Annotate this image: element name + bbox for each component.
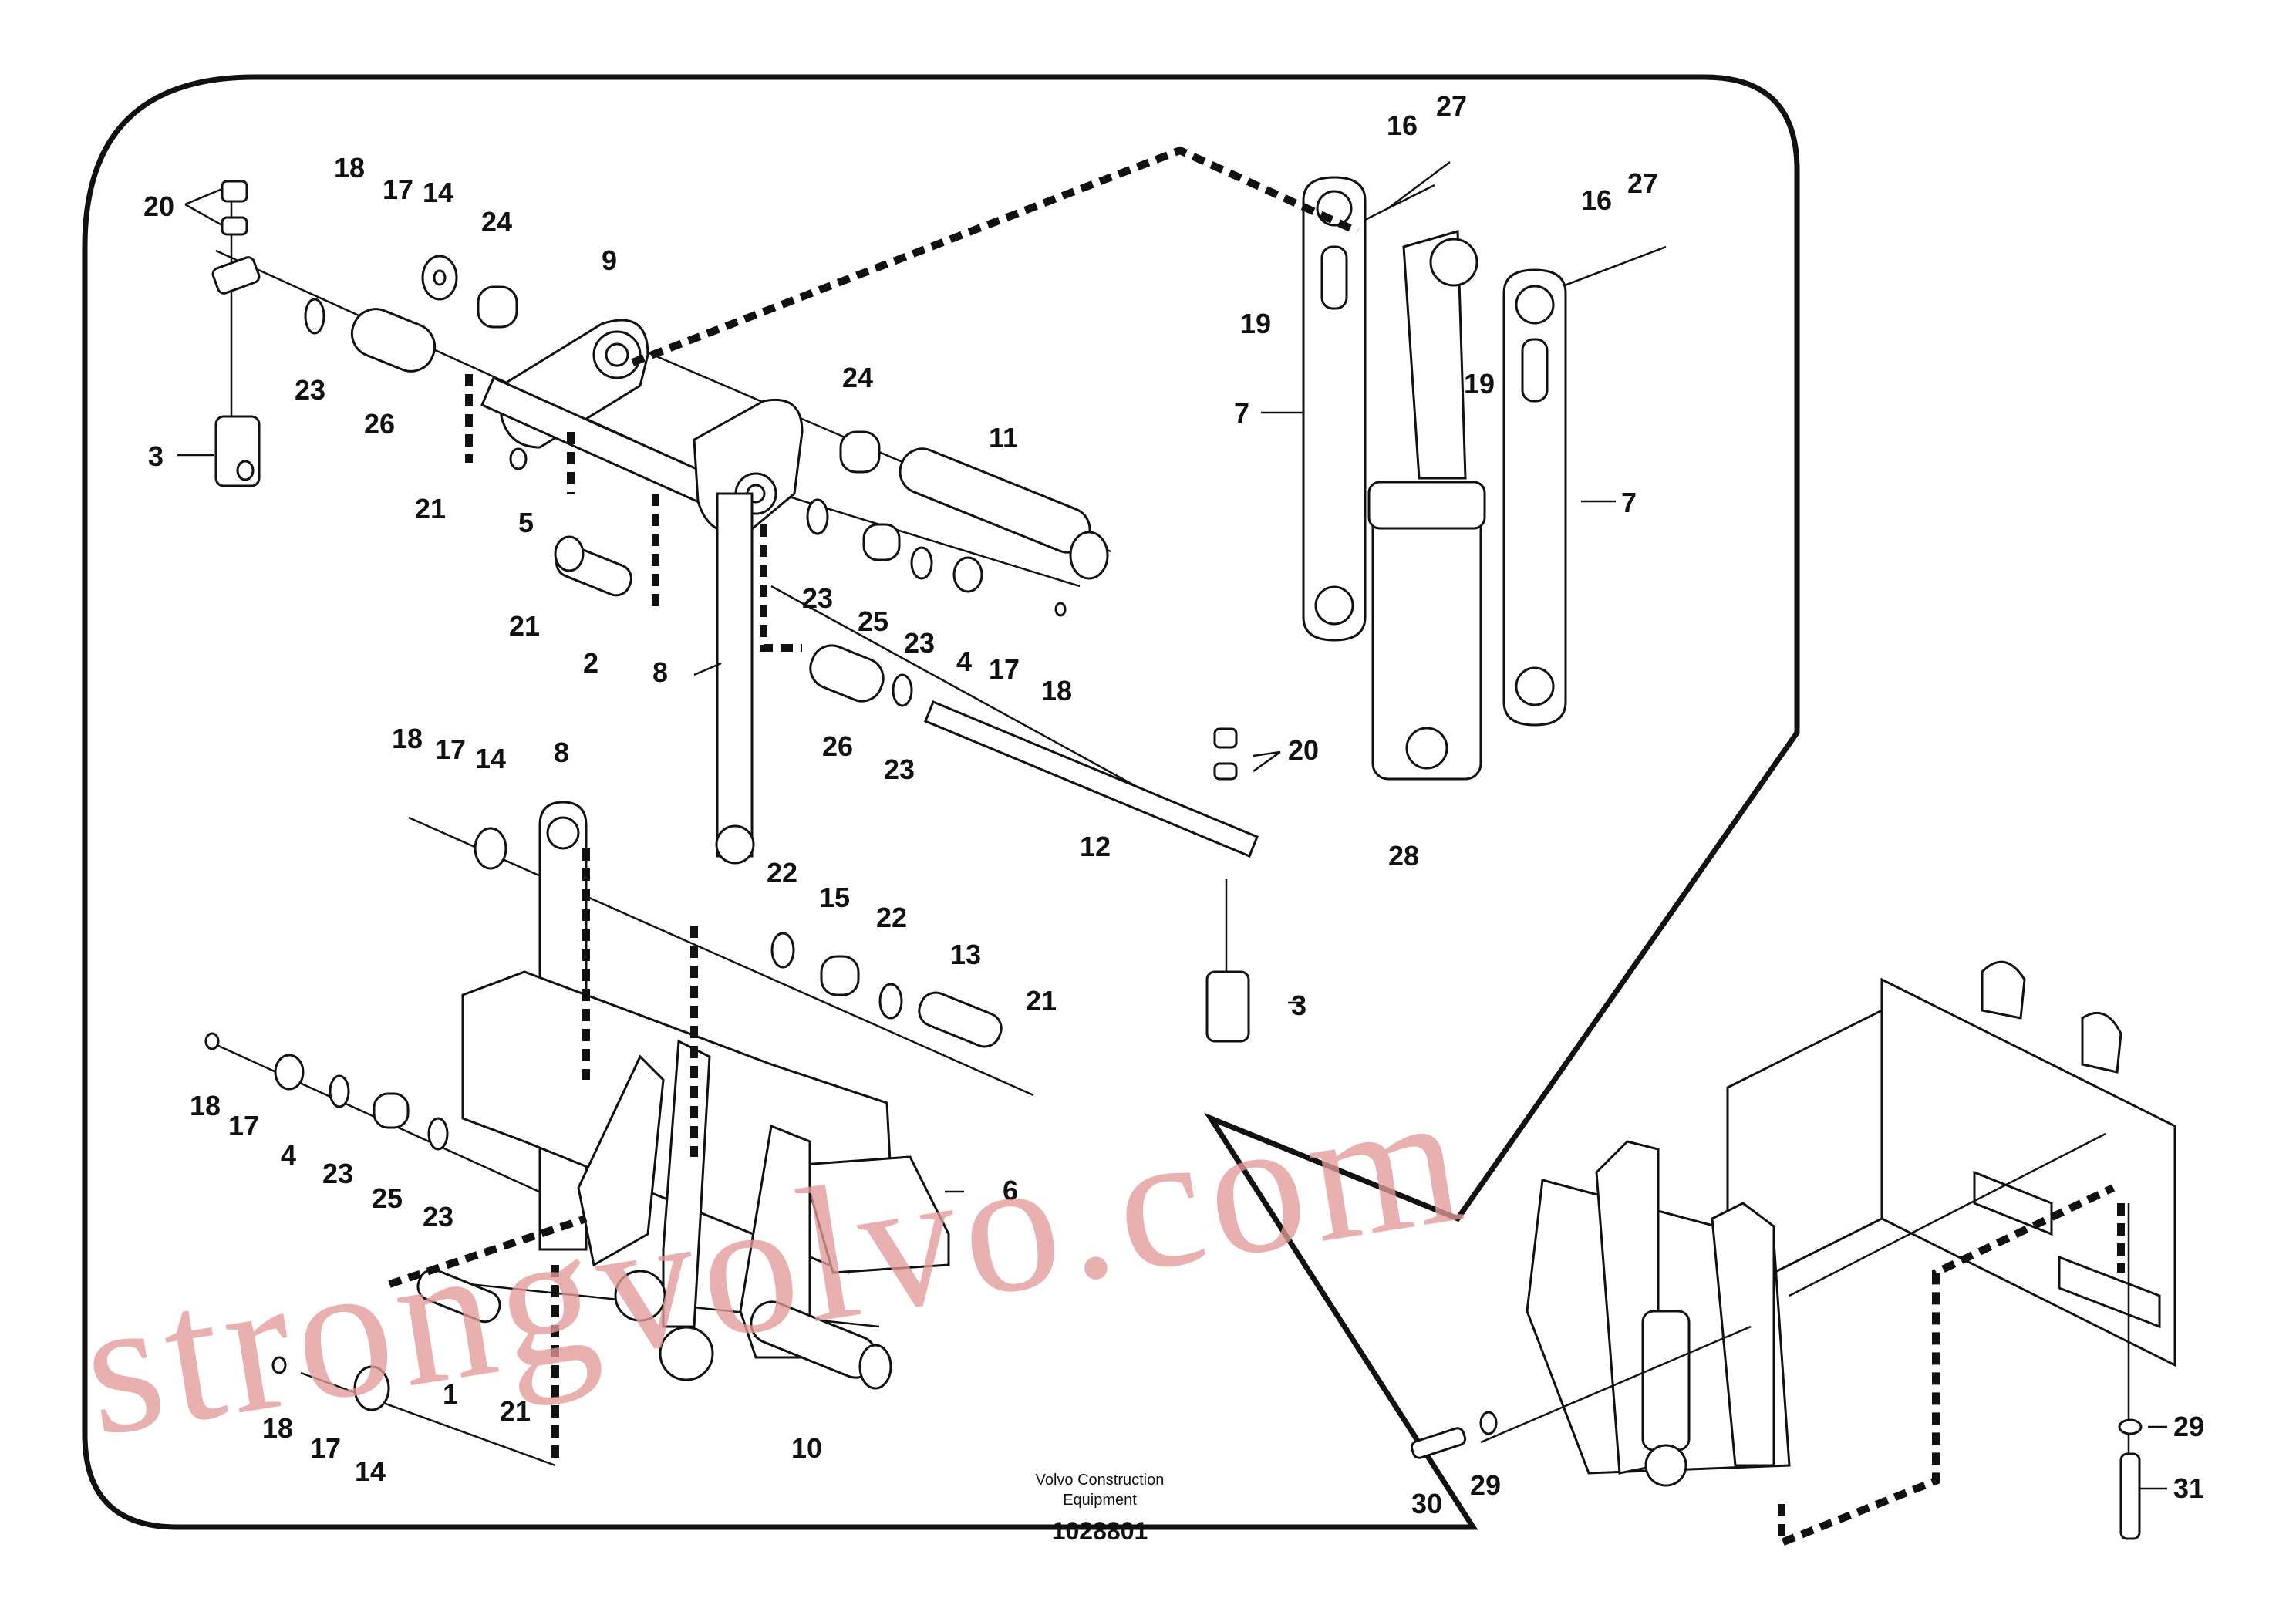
callout-29-right: 29 — [2173, 1411, 2204, 1442]
callout-19-right: 19 — [1464, 368, 1495, 400]
callout-13: 13 — [950, 939, 981, 970]
callout-26-mid: 26 — [822, 730, 853, 762]
lower-bracket-assembly — [204, 801, 1034, 1467]
callout-9: 9 — [602, 244, 617, 276]
callout-14-upper: 14 — [423, 177, 453, 208]
callout-18-lower-a: 18 — [392, 723, 423, 754]
callout-21-lower: 21 — [500, 1395, 531, 1427]
callout-5: 5 — [518, 507, 534, 538]
callout-16-top: 16 — [1387, 110, 1418, 141]
callout-25-lower: 25 — [372, 1182, 403, 1214]
callout-30: 30 — [1411, 1488, 1442, 1519]
callout-23-lower-a: 23 — [322, 1158, 353, 1189]
callout-26-upper: 26 — [364, 408, 395, 440]
callout-8-upper: 8 — [652, 656, 668, 688]
callout-3-upper: 3 — [148, 440, 164, 472]
callout-labels: 20 18 17 14 24 9 23 26 3 21 5 21 2 24 11… — [143, 90, 2204, 1519]
callout-23-mid-c: 23 — [884, 754, 915, 785]
dashed-connection-lines — [388, 146, 2125, 1549]
callout-25-mid: 25 — [858, 605, 888, 637]
lift-cylinder-assembly — [1302, 161, 1667, 781]
callout-17-mid: 17 — [989, 653, 1020, 685]
callout-3-lower: 3 — [1291, 990, 1306, 1021]
callout-4-lower: 4 — [281, 1139, 296, 1171]
detail-frame — [82, 74, 1800, 1530]
callout-21-lower-right: 21 — [1026, 985, 1057, 1017]
callout-31: 31 — [2173, 1472, 2204, 1504]
callout-24-mid: 24 — [842, 362, 873, 393]
callout-23-mid-b: 23 — [904, 627, 935, 659]
callout-17-bottom: 17 — [310, 1432, 341, 1464]
machine-overview — [1410, 960, 2176, 1540]
callout-17-upper: 17 — [383, 174, 413, 205]
callout-24-upper: 24 — [481, 206, 512, 238]
callout-8-lower: 8 — [554, 737, 569, 768]
callout-22-left: 22 — [767, 857, 797, 889]
callout-15: 15 — [819, 882, 850, 913]
callout-28: 28 — [1388, 840, 1419, 872]
callout-19-left: 19 — [1240, 308, 1271, 339]
callout-6: 6 — [1003, 1175, 1018, 1206]
callout-29-left: 29 — [1470, 1469, 1501, 1501]
callout-21-upper: 21 — [415, 493, 446, 524]
callout-23-upper: 23 — [295, 374, 325, 406]
caption-line-2: Equipment — [1063, 1492, 1137, 1509]
callout-14-lower-a: 14 — [475, 743, 506, 774]
callout-20-upper: 20 — [143, 191, 174, 222]
callout-4-mid: 4 — [956, 646, 972, 677]
callout-18-mid: 18 — [1041, 675, 1072, 706]
callout-7-left: 7 — [1234, 397, 1249, 429]
callout-14-bottom: 14 — [355, 1455, 386, 1487]
callout-12: 12 — [1080, 831, 1111, 862]
callout-27-top: 27 — [1436, 90, 1467, 122]
callout-18-bottom: 18 — [262, 1412, 293, 1444]
callout-17-lower-a: 17 — [435, 733, 466, 765]
callout-18-upper: 18 — [334, 152, 365, 184]
callout-11: 11 — [989, 422, 1018, 454]
callout-18-lower-b: 18 — [190, 1090, 221, 1121]
drawing-number: 1028801 — [1052, 1517, 1148, 1545]
callout-20-mid: 20 — [1288, 734, 1319, 766]
callout-2: 2 — [583, 647, 598, 679]
caption-line-1: Volvo Construction — [1036, 1472, 1165, 1489]
callout-23-lower-b: 23 — [423, 1201, 453, 1233]
callout-17-lower-b: 17 — [228, 1110, 259, 1141]
callout-leaders — [177, 187, 2167, 1490]
callout-27-right: 27 — [1627, 167, 1658, 199]
callout-21-mid: 21 — [509, 610, 540, 642]
callout-23-mid-a: 23 — [802, 582, 833, 614]
callout-22-right: 22 — [876, 902, 907, 933]
callout-7-right: 7 — [1621, 487, 1637, 518]
callout-1: 1 — [443, 1378, 458, 1410]
callout-10: 10 — [791, 1432, 822, 1464]
callout-16-right: 16 — [1581, 184, 1612, 216]
upper-left-assembly — [211, 180, 1259, 1043]
